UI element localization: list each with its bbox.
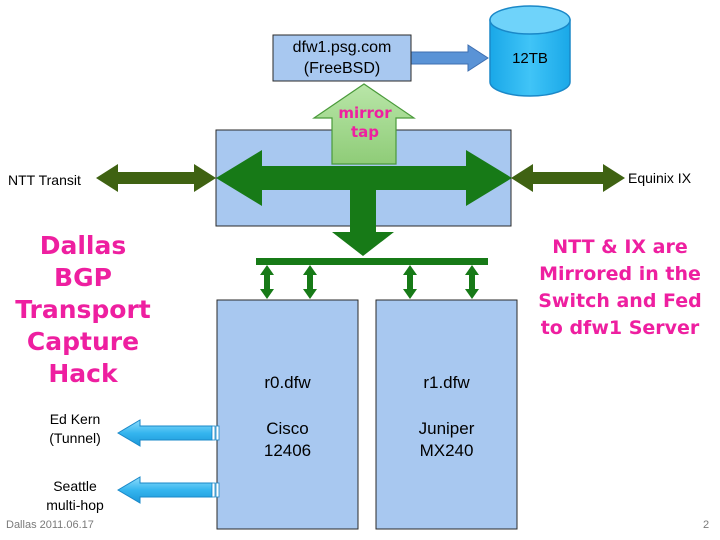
router-r1-name: r1.dfw	[423, 373, 470, 392]
router-r0-name: r0.dfw	[264, 373, 311, 392]
seattle-label: Seattle multi-hop	[38, 477, 112, 515]
ed-kern-line1: Ed Kern	[49, 411, 101, 427]
storage-label: 12TB	[512, 50, 548, 67]
router-r1-vendor: Juniper	[418, 419, 475, 438]
ed-kern-link-arrow	[117, 419, 220, 447]
mirroring-note: NTT & IX are Mirrored in the Switch and …	[522, 234, 718, 342]
router-bus-line	[256, 258, 488, 265]
page-number: 2	[703, 519, 710, 531]
router-r0-label: r0.dfw Cisco 12406	[217, 372, 358, 462]
server-to-storage-arrow	[409, 44, 489, 72]
server-hostname: dfw1.psg.com	[292, 39, 392, 56]
title-line-1: Dallas	[39, 231, 127, 260]
ntt-transit-link-arrow	[96, 164, 216, 192]
mirror-tap-arrow	[312, 83, 416, 165]
switch-bus-arrow	[216, 150, 512, 206]
router-r0-vendor: Cisco	[266, 419, 309, 438]
ntt-transit-label: NTT Transit	[8, 172, 81, 188]
bus-connector-r0-a	[260, 265, 274, 299]
equinix-ix-link-arrow	[511, 164, 625, 192]
equinix-ix-label: Equinix IX	[628, 170, 692, 186]
seattle-line1: Seattle	[53, 478, 97, 494]
title-line-5: Hack	[48, 359, 118, 388]
seattle-link-arrow	[117, 476, 220, 504]
mirror-tap-line1: mirror	[338, 104, 392, 122]
seattle-line2: multi-hop	[46, 497, 104, 513]
switch-down-arrow	[332, 190, 394, 256]
slide-title: Dallas BGP Transport Capture Hack	[8, 230, 158, 390]
bus-connector-r1-b	[465, 265, 479, 299]
ed-kern-line2: (Tunnel)	[49, 430, 101, 446]
server-os: (FreeBSD)	[303, 60, 381, 77]
note-line-3: Switch and Fed	[538, 290, 702, 312]
note-line-2: Mirrored in the	[539, 263, 701, 285]
server-label: dfw1.psg.com (FreeBSD)	[273, 37, 411, 79]
title-line-3: Transport	[15, 295, 151, 324]
router-r1-label: r1.dfw Juniper MX240	[376, 372, 517, 462]
storage-cylinder	[489, 5, 571, 97]
router-r0-model: 12406	[263, 441, 312, 460]
mirror-tap-line2: tap	[350, 123, 380, 141]
title-line-2: BGP	[54, 263, 112, 292]
note-line-1: NTT & IX are	[552, 236, 688, 258]
router-r1-box	[375, 299, 518, 530]
note-line-4: to dfw1 Server	[540, 317, 700, 339]
mirror-tap-label: mirror tap	[330, 104, 400, 142]
router-r1-model: MX240	[419, 441, 474, 460]
router-r0-box	[216, 299, 359, 530]
server-box	[272, 34, 412, 82]
footer-date: Dallas 2011.06.17	[6, 519, 94, 531]
title-line-4: Capture	[26, 327, 140, 356]
bus-connector-r1-a	[403, 265, 417, 299]
ed-kern-label: Ed Kern (Tunnel)	[40, 410, 110, 448]
bus-connector-r0-b	[303, 265, 317, 299]
